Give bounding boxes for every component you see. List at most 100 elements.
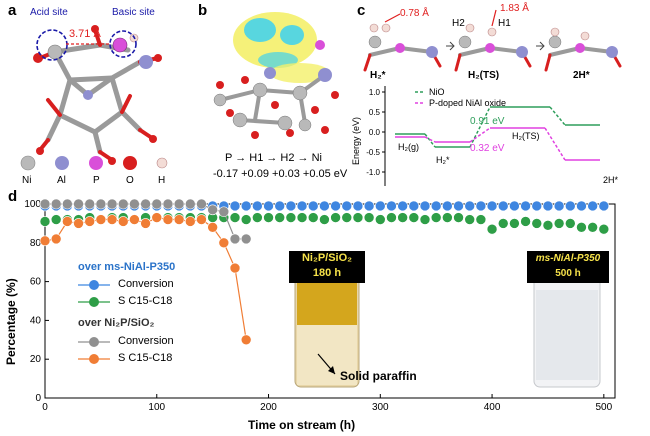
y-tick-label: 20 xyxy=(30,354,42,365)
data-point xyxy=(341,200,353,212)
data-point xyxy=(184,216,196,227)
data-point xyxy=(229,212,241,223)
data-point xyxy=(408,212,420,223)
y-axis-label: Percentage (%) xyxy=(4,278,18,365)
data-point xyxy=(50,198,62,210)
svg-text:-0.5: -0.5 xyxy=(366,148,380,157)
data-point xyxy=(531,218,543,229)
data-point xyxy=(542,220,554,231)
state-ts: H₂(TS) xyxy=(512,131,540,141)
data-point xyxy=(363,212,375,223)
data-point xyxy=(39,235,51,247)
data-point xyxy=(497,200,509,212)
legend-p: P xyxy=(93,175,100,186)
data-point xyxy=(95,214,107,225)
x-tick-label: 200 xyxy=(260,402,277,413)
data-point xyxy=(576,200,587,212)
data-point xyxy=(486,223,498,235)
basic-site-label: Basic site xyxy=(112,7,155,18)
photo2-title: ms-NiAl-P350 xyxy=(535,253,601,264)
data-point xyxy=(106,198,118,210)
data-point xyxy=(218,206,230,218)
data-point xyxy=(285,212,297,223)
panel-label-c: c xyxy=(357,2,366,19)
svg-text:0.5: 0.5 xyxy=(369,108,381,117)
data-point xyxy=(564,200,576,212)
legend-nio: NiO xyxy=(429,87,445,97)
plot-frame xyxy=(44,203,616,399)
data-point xyxy=(162,198,174,210)
legend-marker xyxy=(89,354,99,364)
y-tick-label: 0 xyxy=(35,393,41,404)
data-point xyxy=(307,200,319,212)
struct-label-2h: 2H* xyxy=(573,70,590,81)
data-point xyxy=(62,216,73,227)
photo1-time: 180 h xyxy=(312,267,342,279)
data-point xyxy=(285,200,297,212)
data-point xyxy=(598,223,610,235)
data-point xyxy=(430,200,442,212)
panel-label-a: a xyxy=(8,2,17,19)
y-tick-label: 60 xyxy=(30,277,42,288)
panel-b-charge-density xyxy=(213,12,339,139)
struct-label-h2ads: H₂* xyxy=(370,70,386,81)
photo2-label-box: ms-NiAl-P350 500 h xyxy=(527,251,609,283)
legend-al: Al xyxy=(57,175,66,186)
y-tick-label: 100 xyxy=(24,199,41,210)
data-point xyxy=(140,218,151,229)
photo2-time: 500 h xyxy=(555,268,581,279)
data-point xyxy=(229,200,241,212)
data-point xyxy=(520,216,531,227)
data-point xyxy=(296,212,308,223)
data-point xyxy=(319,214,330,225)
legend-o: O xyxy=(126,175,134,186)
acid-site-label: Acid site xyxy=(30,7,68,18)
svg-text:-1.0: -1.0 xyxy=(366,168,380,177)
data-point xyxy=(50,214,62,225)
legend-pdoped: P-doped NiAl oxide xyxy=(429,98,507,108)
energy-diagram: 1.00.50.0 -0.5-1.0 xyxy=(366,86,600,186)
data-point xyxy=(62,198,73,210)
legend-group1-title: over ms-NiAl-P350 xyxy=(78,261,176,273)
data-point xyxy=(363,200,375,212)
legend-marker xyxy=(89,297,99,307)
data-point xyxy=(430,212,442,223)
data-point xyxy=(207,204,218,216)
data-point xyxy=(39,216,51,227)
data-point xyxy=(218,237,230,249)
y-tick-label: 40 xyxy=(30,315,42,326)
legend-conversion-1: Conversion xyxy=(118,278,174,290)
panel-label-b: b xyxy=(198,2,208,19)
data-point xyxy=(263,200,274,212)
data-point xyxy=(374,214,386,225)
data-point xyxy=(352,200,364,212)
data-point xyxy=(252,200,263,212)
state-h2ads: H₂* xyxy=(436,155,450,165)
barrier-nio: 0.91 eV xyxy=(470,116,505,127)
y-tick-label: 80 xyxy=(30,238,42,249)
data-point xyxy=(240,233,252,245)
data-point xyxy=(84,216,96,227)
legend-group2-title: over Ni₂P/SiO₂ xyxy=(78,317,155,329)
data-point xyxy=(509,218,520,229)
data-point xyxy=(464,200,476,212)
data-point xyxy=(196,198,207,210)
state-h2g: H₂(g) xyxy=(398,142,419,152)
data-point xyxy=(240,200,252,212)
data-point xyxy=(453,200,464,212)
photo1-label-box: Ni₂P/SiO₂ 180 h xyxy=(289,251,365,283)
data-point xyxy=(173,214,185,225)
data-point xyxy=(117,198,129,210)
data-point xyxy=(576,221,587,233)
x-tick-label: 300 xyxy=(372,402,389,413)
legend-h: H xyxy=(158,175,166,186)
h2-atom-label: H2 xyxy=(452,18,465,29)
data-point xyxy=(50,233,62,245)
data-point xyxy=(542,200,554,212)
x-tick-label: 400 xyxy=(484,402,501,413)
x-tick-label: 0 xyxy=(42,402,48,413)
data-point xyxy=(296,200,308,212)
data-point xyxy=(330,212,341,223)
x-tick-label: 500 xyxy=(595,402,612,413)
